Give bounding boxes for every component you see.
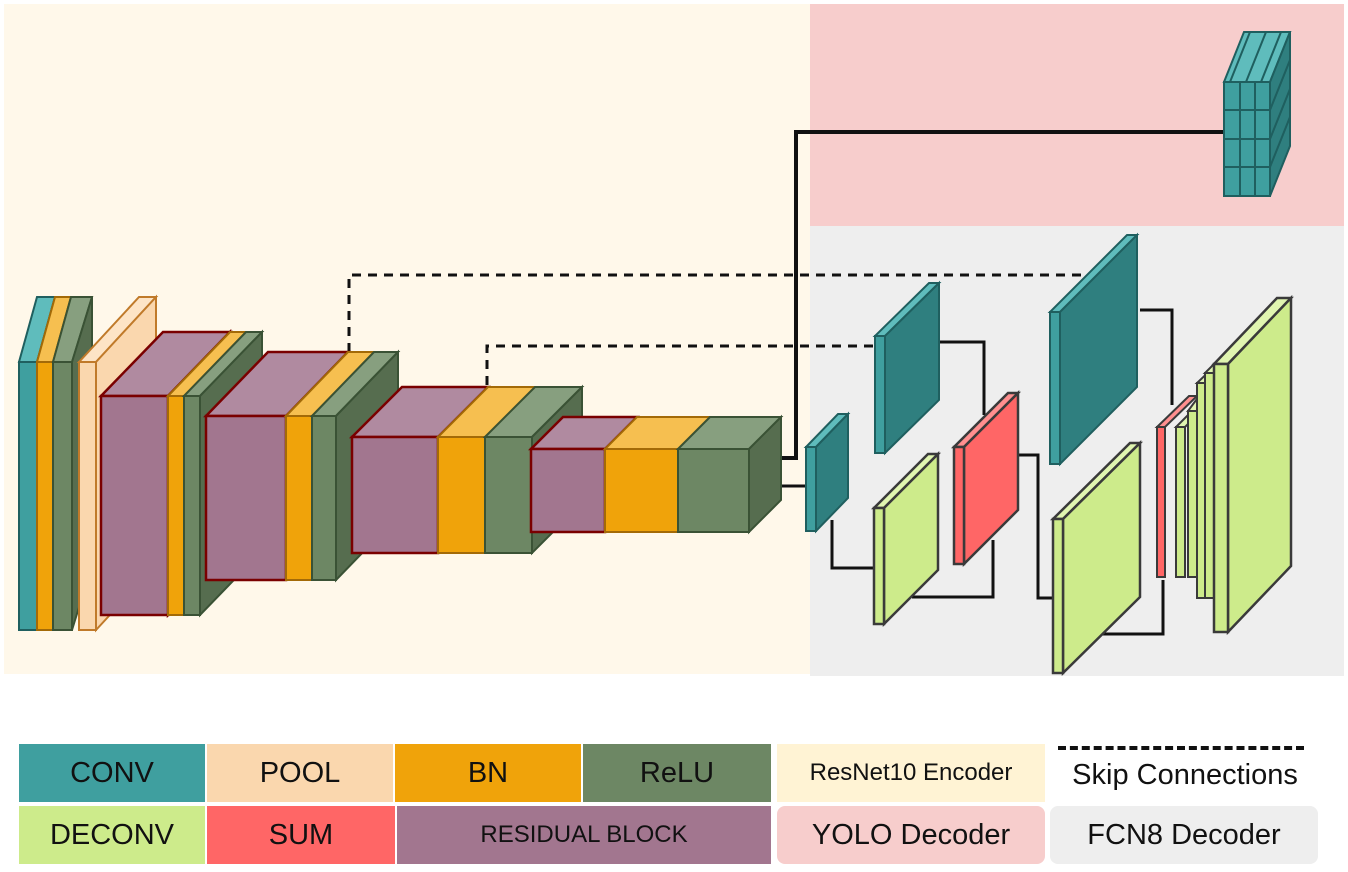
legend-bn: BN bbox=[395, 744, 581, 802]
legend-pool: POOL bbox=[207, 744, 393, 802]
residual-bn-4 bbox=[602, 416, 713, 533]
fcn-conv-3 bbox=[1047, 232, 1140, 467]
legend-fcn: FCN8 Decoder bbox=[1050, 806, 1318, 864]
legend-skip-line bbox=[1058, 746, 1304, 750]
encoder-to-yolo-line bbox=[780, 130, 1226, 460]
fcn-deconv-2 bbox=[1049, 440, 1144, 676]
fcn-conv-1 bbox=[803, 411, 851, 534]
residual-block-2 bbox=[203, 350, 351, 582]
residual-bn-2 bbox=[283, 351, 377, 581]
fcn-link-3 bbox=[912, 540, 995, 599]
fcn-link-5 bbox=[1140, 308, 1174, 405]
fcn-sum-1 bbox=[950, 389, 1022, 568]
fcn-deconv-1 bbox=[870, 450, 942, 628]
residual-block-3 bbox=[348, 385, 492, 555]
fcn-link-1 bbox=[830, 520, 876, 570]
fcn-link-6 bbox=[1100, 580, 1165, 636]
fcn-link-2 bbox=[940, 340, 986, 415]
fcn-output-deconv bbox=[1211, 294, 1294, 636]
legend-yolo: YOLO Decoder bbox=[777, 806, 1045, 864]
residual-relu-4 bbox=[675, 414, 784, 535]
legend-skip: Skip Connections bbox=[1072, 758, 1298, 791]
legend-deconv: DECONV bbox=[19, 806, 205, 864]
legend-sum: SUM bbox=[207, 806, 395, 864]
legend-relu: ReLU bbox=[583, 744, 771, 802]
fcn-conv-2 bbox=[872, 280, 942, 456]
legend-conv: CONV bbox=[19, 744, 205, 802]
fcn-link-4 bbox=[1019, 453, 1056, 600]
yolo-output-grid bbox=[1222, 31, 1292, 197]
legend-residual: RESIDUAL BLOCK bbox=[397, 806, 771, 864]
legend-encoder: ResNet10 Encoder bbox=[777, 744, 1045, 802]
skip-connection-2 bbox=[485, 344, 878, 385]
